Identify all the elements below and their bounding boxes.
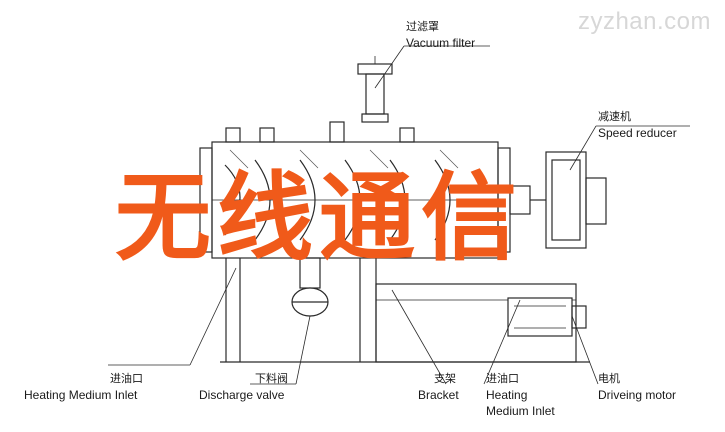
overlay-title: 无线通信 [115, 162, 523, 274]
drive-shaft [509, 185, 546, 215]
heating-inlet-left-label-en: Heating Medium Inlet [24, 388, 138, 402]
heating-inlet-left-label-zh: 进油口 [110, 373, 143, 385]
vacuum-filter-drawing [357, 56, 393, 123]
speed-reducer-label-en: Speed reducer [598, 126, 677, 140]
leader-lines [108, 45, 690, 385]
discharge-valve-drawing [291, 257, 329, 317]
vessel-body [199, 121, 511, 259]
vacuum-filter-label-zh: 过滤罩 [406, 21, 439, 33]
heating-inlet-right-label-zh: 进油口 [486, 373, 519, 385]
speed-reducer-label-zh: 减速机 [598, 111, 631, 123]
discharge-valve-label-zh: 下料阀 [255, 373, 288, 385]
driving-motor-drawing [507, 297, 587, 337]
watermark: zyzhan.com [577, 8, 711, 35]
bracket-label-en: Bracket [418, 388, 459, 402]
speed-reducer-drawing [545, 151, 607, 249]
heating-inlet-right-label-en2: Medium Inlet [486, 404, 555, 418]
discharge-valve-label-en: Discharge valve [199, 388, 285, 402]
motor-label-zh: 电机 [598, 373, 620, 385]
support-frame [220, 258, 590, 363]
heating-inlet-right-label-en: Heating [486, 388, 528, 402]
vacuum-filter-label-en: Vacuum filter [406, 36, 476, 50]
motor-label-en: Driveing motor [598, 388, 677, 402]
bracket-label-zh: 支架 [434, 373, 456, 385]
